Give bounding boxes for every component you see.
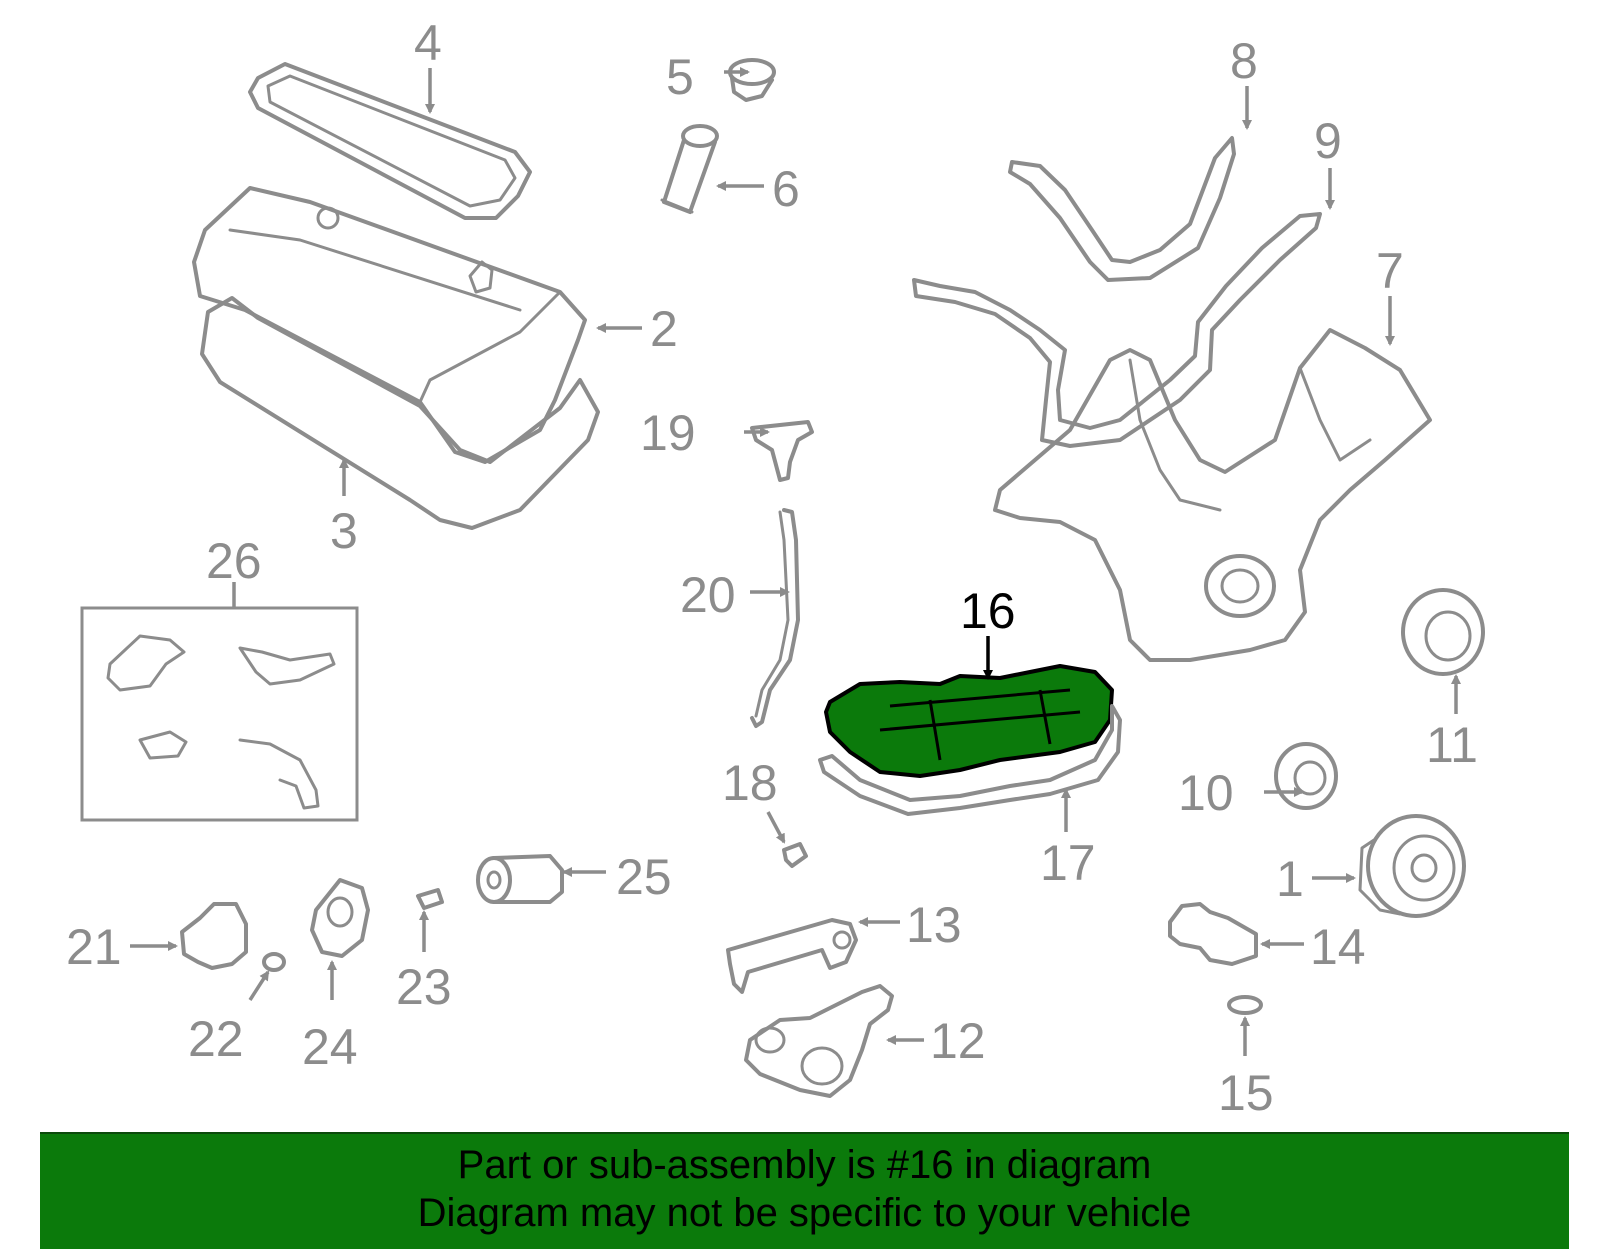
- callout-25[interactable]: 25: [616, 849, 672, 905]
- callout-14[interactable]: 14: [1310, 919, 1366, 975]
- part-10-seal[interactable]: [1274, 742, 1338, 810]
- part-6-breather-tube[interactable]: [660, 124, 719, 214]
- part-18-bolt[interactable]: [782, 842, 808, 868]
- part-26-kit-box[interactable]: [80, 606, 359, 822]
- callout-9[interactable]: 9: [1314, 113, 1342, 169]
- part-24-adapter[interactable]: [310, 878, 370, 958]
- callout-4[interactable]: 4: [414, 15, 442, 71]
- callout-11[interactable]: 11: [1426, 717, 1478, 773]
- callout-22[interactable]: 22: [188, 1011, 244, 1067]
- callout-7[interactable]: 7: [1376, 243, 1404, 299]
- callout-12[interactable]: 12: [930, 1013, 986, 1069]
- callout-3[interactable]: 3: [330, 503, 358, 559]
- callout-8[interactable]: 8: [1230, 33, 1258, 89]
- callout-24[interactable]: 24: [302, 1019, 358, 1075]
- part-15-washer[interactable]: [1227, 995, 1263, 1015]
- callout-13[interactable]: 13: [906, 897, 962, 953]
- banner-line-part-number: Part or sub-assembly is #16 in diagram: [457, 1143, 1152, 1187]
- callout-2[interactable]: 2: [650, 301, 678, 357]
- part-19-dipstick[interactable]: [750, 420, 814, 482]
- callout-18[interactable]: 18: [722, 755, 778, 811]
- callout-16[interactable]: 16: [960, 583, 1016, 639]
- callout-26[interactable]: 26: [206, 533, 262, 589]
- part-2-valve-cover[interactable]: [192, 186, 587, 464]
- part-20-dipstick-tube[interactable]: [750, 508, 800, 728]
- callout-6[interactable]: 6: [772, 161, 800, 217]
- part-13-bracket[interactable]: [726, 918, 858, 994]
- part-1-crankshaft-pulley[interactable]: [1358, 814, 1466, 918]
- part-8-timing-cover-gasket[interactable]: [1008, 136, 1236, 282]
- part-4-valve-cover-gasket[interactable]: [248, 62, 532, 220]
- part-21-sensor[interactable]: [180, 902, 248, 970]
- callout-17[interactable]: 17: [1040, 835, 1096, 891]
- callout-15[interactable]: 15: [1218, 1065, 1274, 1121]
- callout-23[interactable]: 23: [396, 959, 452, 1015]
- callout-5[interactable]: 5: [666, 49, 694, 105]
- callout-numbers: 4 5 6 2 3 8 9 7 11 10 1 19 20 16 17 18 1…: [66, 15, 1478, 1121]
- part-12-housing[interactable]: [744, 984, 894, 1098]
- part-7-timing-cover[interactable]: [993, 328, 1432, 662]
- callout-10[interactable]: 10: [1178, 765, 1234, 821]
- banner-line-disclaimer: Diagram may not be specific to your vehi…: [417, 1191, 1192, 1235]
- callout-1[interactable]: 1: [1276, 851, 1304, 907]
- callout-19[interactable]: 19: [640, 405, 696, 461]
- part-25-oil-filter[interactable]: [476, 854, 564, 904]
- part-14-mount[interactable]: [1168, 902, 1258, 966]
- part-9-timing-cover-gasket[interactable]: [912, 212, 1322, 448]
- part-23-fitting[interactable]: [416, 888, 444, 910]
- part-16-oil-pan[interactable]: [824, 664, 1114, 778]
- part-5-oil-filler-cap[interactable]: [728, 58, 776, 102]
- info-banner: Part or sub-assembly is #16 in diagram D…: [40, 1132, 1569, 1249]
- callout-21[interactable]: 21: [66, 919, 122, 975]
- callout-20[interactable]: 20: [680, 567, 736, 623]
- part-3-cover-gasket[interactable]: [200, 296, 600, 530]
- part-17-oil-pan-gasket[interactable]: [818, 704, 1122, 816]
- callout-leaders: [130, 67, 1461, 1056]
- part-11-front-seal[interactable]: [1401, 588, 1485, 676]
- part-22-nut[interactable]: [262, 952, 286, 972]
